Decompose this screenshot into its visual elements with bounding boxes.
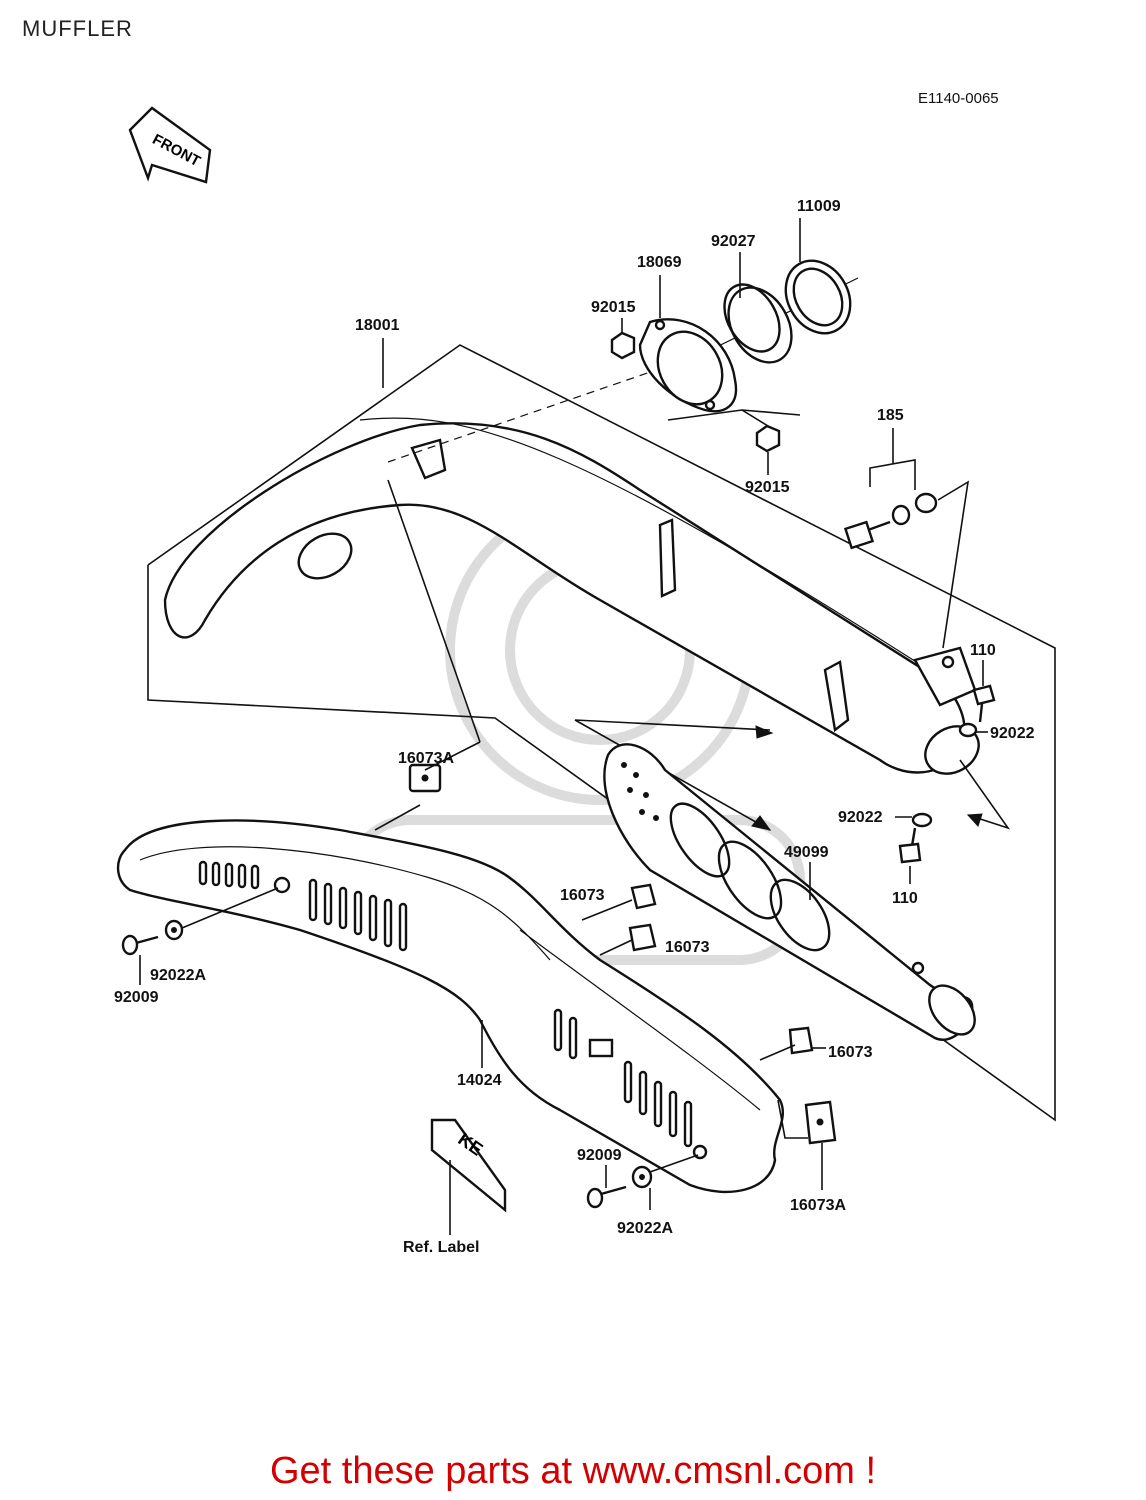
label-49099: 49099 <box>784 844 829 861</box>
ref-label-plate: KE <box>430 1118 507 1213</box>
label-11009: 11009 <box>797 198 841 215</box>
bolt-110-bottom-icon <box>898 827 922 864</box>
leader-16073-1 <box>581 899 633 921</box>
insert-arrow-tail <box>959 759 1011 830</box>
exhaust-gasket-11009 <box>784 259 852 335</box>
arrowhead-2 <box>755 725 774 739</box>
cover-vents-left <box>198 860 408 952</box>
label-18001: 18001 <box>355 317 400 334</box>
clip-16073-2-icon <box>628 923 657 952</box>
bolt-110-top-icon <box>972 684 996 723</box>
leader-screw-bottom <box>649 1154 699 1173</box>
label-16073-3: 16073 <box>828 1044 873 1061</box>
clip-16073A-bottom-icon <box>804 1100 837 1145</box>
arrowhead-1 <box>751 815 772 831</box>
label-185: 185 <box>877 407 904 424</box>
leader-92015-bottom-v <box>667 409 801 421</box>
washer-92022A-bottom-icon <box>631 1165 653 1189</box>
leader-16073A-top-c <box>374 804 421 831</box>
clip-16073-1-icon <box>630 883 657 910</box>
insert-arrow-baffle-2 <box>574 719 771 731</box>
label-14024: 14024 <box>457 1072 502 1089</box>
label-92009-left: 92009 <box>114 989 159 1006</box>
label-18069: 18069 <box>637 254 682 271</box>
label-92015-bottom: 92015 <box>745 479 790 496</box>
label-16073A-bottom: 16073A <box>790 1197 846 1214</box>
silencer-body <box>163 417 980 775</box>
leader-16073A-bottom-a <box>777 1099 808 1139</box>
label-92022-left: 92022 <box>838 809 883 826</box>
label-92027: 92027 <box>711 233 756 250</box>
exhaust-gasket-92027 <box>723 283 793 364</box>
label-92022A-bottom: 92022A <box>617 1220 673 1237</box>
label-16073A-top: 16073A <box>398 750 454 767</box>
clip-16073A-top-icon <box>408 763 442 793</box>
label-16073-2: 16073 <box>665 939 710 956</box>
leader-16073-3 <box>759 1044 796 1061</box>
nut-92015-bottom-icon <box>755 424 781 453</box>
nut-92015-top-icon <box>610 331 636 360</box>
label-110-bottom: 110 <box>892 890 918 907</box>
page-title: MUFFLER <box>22 16 133 41</box>
baffle-tube <box>603 743 976 1041</box>
washer-92022A-left-icon <box>164 919 184 941</box>
leader-185-to-bracket <box>937 480 970 649</box>
figure-code: E1140-0065 <box>918 90 999 107</box>
cover-vents-right <box>553 1008 708 1160</box>
clip-16073-3-icon <box>788 1026 814 1055</box>
leader-screw-left <box>181 887 279 929</box>
label-110-top: 110 <box>970 642 996 659</box>
washer-92022-right-icon <box>958 722 978 738</box>
label-92022A-left: 92022A <box>150 967 206 984</box>
bolt-set-185-icon <box>843 492 938 550</box>
leader-16073A-top-b <box>387 479 481 743</box>
leader-185 <box>869 459 916 490</box>
label-92009-bottom: 92009 <box>577 1147 622 1164</box>
label-92022-right: 92022 <box>990 725 1035 742</box>
front-arrow-icon: FRONT <box>128 106 212 184</box>
exhaust-flange <box>638 318 738 413</box>
footer-link[interactable]: Get these parts at www.cmsnl.com ! <box>269 1450 877 1492</box>
muffler-cover <box>116 819 785 1193</box>
washer-92022-left-icon <box>911 812 933 828</box>
label-16073-1: 16073 <box>560 887 605 904</box>
screw-92009-bottom-icon <box>586 1185 627 1209</box>
screw-92009-left-icon <box>121 934 159 956</box>
leader-92015-bottom <box>741 409 769 427</box>
arrowhead-3 <box>966 813 983 827</box>
leader-16073-2 <box>599 939 633 956</box>
leader-16073A-top-a <box>424 741 481 771</box>
footer-banner[interactable]: Get these parts at www.cmsnl.com ! <box>0 1450 1146 1493</box>
label-ref-label: Ref. Label <box>403 1239 479 1256</box>
silencer-assembly-outline <box>147 344 1056 1122</box>
label-92015-top: 92015 <box>591 299 636 316</box>
